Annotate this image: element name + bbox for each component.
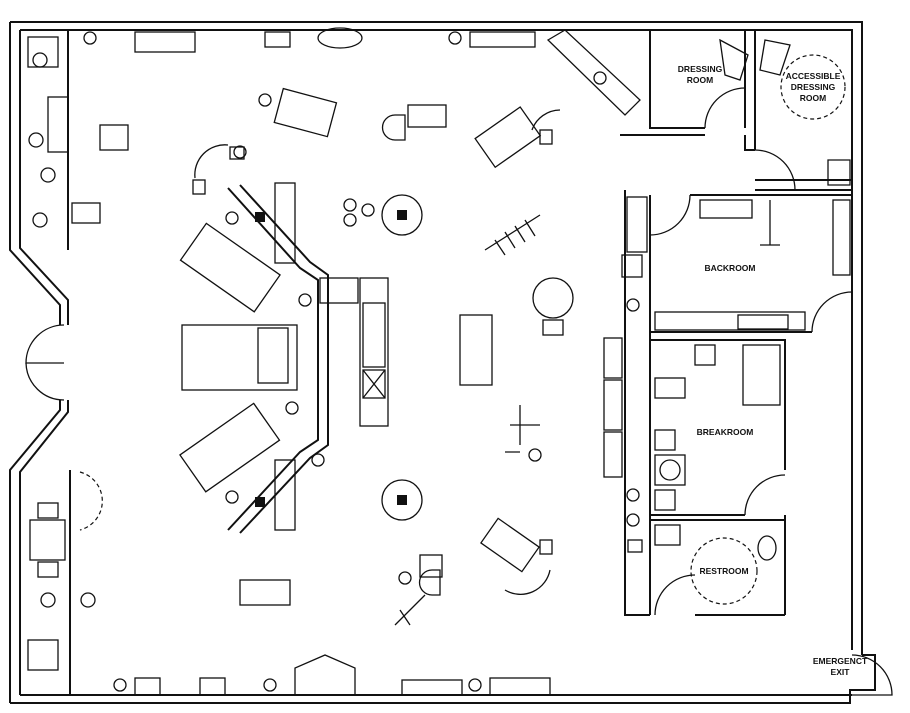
toilet-icon [827, 159, 851, 186]
partition-fixtures [603, 196, 648, 553]
table [179, 402, 281, 493]
restroom-turning-circle [690, 537, 758, 605]
dressing-rooms [620, 30, 853, 191]
restroom-label: RESTROOM [699, 566, 748, 576]
accessible-dressing-label-3: ROOM [800, 93, 826, 103]
table [480, 517, 540, 573]
emergency-exit-label-1: EMERGENCT [813, 656, 868, 666]
table [474, 106, 542, 169]
table [181, 324, 298, 391]
central-display-wall [227, 182, 329, 534]
dressing-bench [759, 39, 791, 76]
table [273, 87, 338, 138]
breakroom-fixtures [654, 344, 781, 511]
dressing-bench [719, 38, 749, 81]
accessible-dressing-label-2: DRESSING [791, 82, 836, 92]
left-wall-fixtures [27, 30, 129, 695]
outer-walls [9, 21, 876, 704]
restroom-fixtures [654, 524, 777, 561]
back-of-house-walls [624, 190, 853, 616]
backroom-fixtures [654, 199, 851, 331]
table [239, 579, 291, 606]
emergency-exit-label-2: EXIT [831, 667, 851, 677]
dressing-room-label-1: DRESSING [678, 64, 723, 74]
display-tables [179, 87, 542, 606]
round-fixtures [381, 104, 574, 596]
top-wall-fixtures [83, 27, 641, 116]
main-entrance-doors [25, 324, 65, 401]
sink [654, 524, 681, 546]
cash-wrap [319, 277, 389, 427]
turning-circle [780, 54, 846, 120]
breakroom-label: BREAKROOM [697, 427, 754, 437]
accessible-dressing-label-1: ACCESSIBLE [786, 71, 841, 81]
sofa [742, 344, 781, 406]
emergency-exit-door [851, 654, 893, 696]
dressing-room-label-2: ROOM [687, 75, 713, 85]
chair [694, 344, 716, 366]
toilet [757, 535, 777, 561]
table [179, 222, 281, 313]
backroom-label: BACKROOM [705, 263, 756, 273]
bottom-wall-fixtures [113, 654, 551, 696]
clothing-racks [192, 93, 561, 626]
